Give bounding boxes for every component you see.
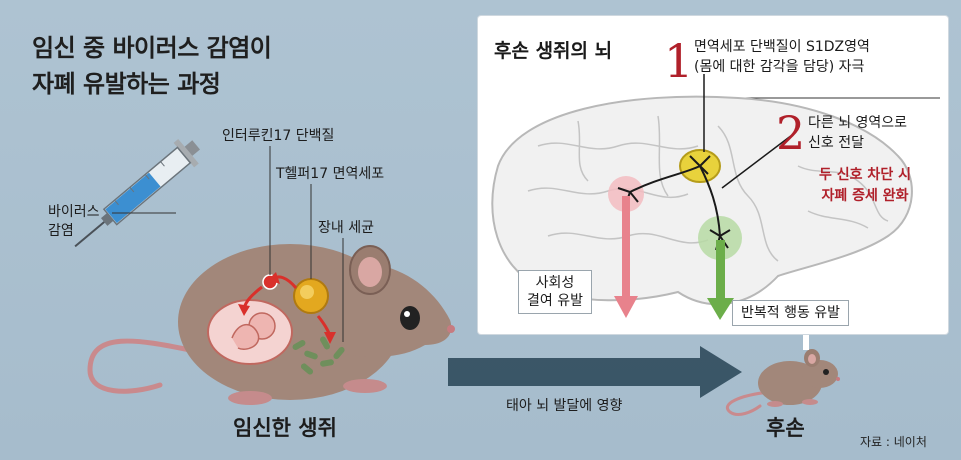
step-2-text: 다른 뇌 영역으로 신호 전달: [808, 113, 907, 153]
pregnant-mouse-illustration: [87, 244, 455, 405]
social-tag-line-1: 사회성: [535, 275, 575, 291]
th17-label: T헬퍼17 면역세포: [276, 166, 385, 182]
repetitive-arrow: [707, 240, 734, 320]
virus-label-line-2: 감염: [48, 223, 74, 239]
virus-infection-label: 바이러스 감염: [48, 203, 100, 241]
page-title: 임신 중 바이러스 감염이 자폐 유발하는 과정: [32, 30, 272, 102]
step-1-line-1: 면역세포 단백질이 S1DZ영역: [694, 39, 870, 55]
block-note-line-2: 자폐 증세 완화: [821, 188, 909, 204]
brain-panel-title: 후손 생쥐의 뇌: [494, 40, 613, 62]
step-2-number: 2: [776, 106, 806, 160]
block-note-line-1: 두 신호 차단 시: [819, 167, 911, 183]
brain-illustration: [491, 74, 940, 320]
syringe-icon: [74, 139, 200, 248]
virus-label-line-1: 바이러스: [48, 204, 100, 220]
step-2-line-2: 신호 전달: [808, 135, 864, 151]
fetal-brain-label: 태아 뇌 발달에 영향: [506, 398, 623, 414]
gut-bacteria-label: 장내 세균: [318, 220, 374, 236]
step-2-line-1: 다른 뇌 영역으로: [808, 115, 908, 131]
step2-pointer: [721, 131, 797, 189]
title-line-1: 임신 중 바이러스 감염이: [32, 34, 272, 62]
offspring-label: 후손: [766, 416, 805, 440]
block-signal-note: 두 신호 차단 시 자폐 증세 완화: [800, 165, 930, 207]
pregnant-mouse-label: 임신한 생쥐: [233, 416, 337, 440]
repetitive-behavior-tag: 반복적 행동 유발: [732, 300, 850, 326]
step-1-number: 1: [664, 34, 694, 88]
step-1-line-2: (몸에 대한 감각을 담당) 자극: [694, 59, 865, 75]
development-arrow: [448, 346, 742, 398]
title-line-2: 자폐 유발하는 과정: [32, 70, 221, 98]
offspring-mouse-illustration: [726, 349, 840, 416]
social-deficit-tag: 사회성 결여 유발: [518, 270, 592, 314]
source-credit: 자료 : 네이처: [860, 435, 927, 449]
step-1-text: 면역세포 단백질이 S1DZ영역 (몸에 대한 감각을 담당) 자극: [694, 37, 870, 77]
social-region: [608, 176, 644, 212]
interleukin-label: 인터루킨17 단백질: [222, 128, 335, 144]
social-tag-line-2: 결여 유발: [527, 293, 583, 309]
social-arrow: [614, 196, 638, 318]
